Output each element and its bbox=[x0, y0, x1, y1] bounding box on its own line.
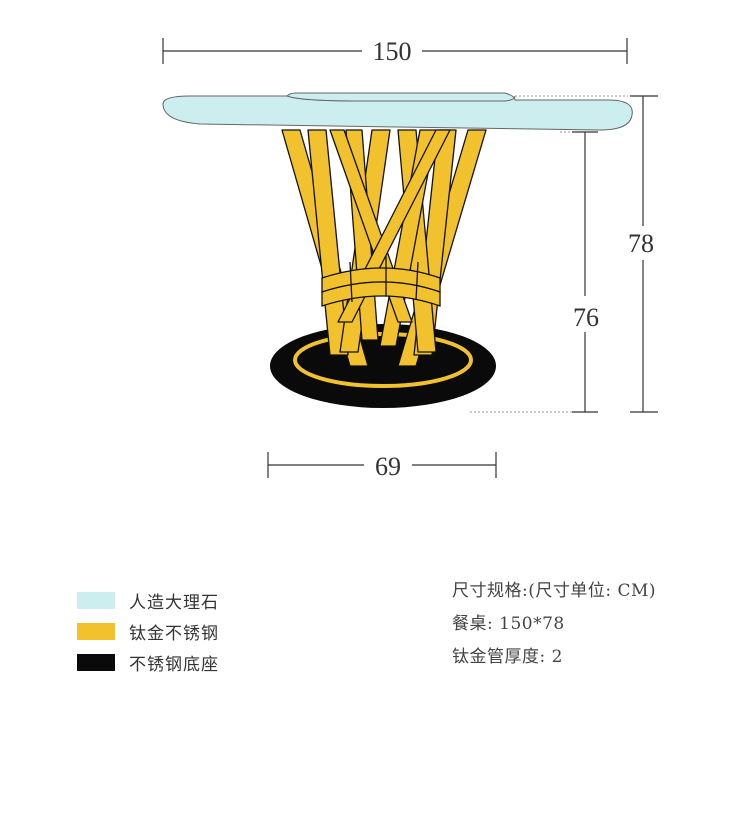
table-diagram: 150 78 bbox=[162, 37, 658, 481]
base-width-dimension bbox=[267, 452, 497, 478]
width-dimension bbox=[162, 38, 628, 64]
legend-item-titanium: 钛金不锈钢 bbox=[77, 616, 219, 647]
marble-swatch bbox=[77, 592, 115, 609]
legend-item-base: 不锈钢底座 bbox=[77, 647, 219, 678]
spec-table-size: 餐桌: 150*78 bbox=[452, 614, 565, 634]
titanium-swatch bbox=[77, 623, 115, 640]
spec-tube-thickness: 钛金管厚度: 2 bbox=[452, 647, 563, 667]
leg-band bbox=[321, 256, 441, 307]
width-label: 150 bbox=[373, 37, 412, 66]
leg-height-label: 76 bbox=[573, 303, 599, 332]
legend-label: 不锈钢底座 bbox=[129, 655, 219, 675]
base-swatch bbox=[77, 654, 115, 671]
legend-label: 钛金不锈钢 bbox=[129, 624, 219, 644]
total-height-label: 78 bbox=[628, 229, 654, 258]
titanium-legs bbox=[281, 129, 487, 367]
leg-height-dimension bbox=[572, 131, 598, 413]
specifications: 尺寸规格:(尺寸单位: CM) 餐桌: 150*78 钛金管厚度: 2 bbox=[452, 578, 656, 677]
total-height-dimension bbox=[630, 95, 658, 413]
legend-label: 人造大理石 bbox=[129, 593, 219, 613]
legend-item-marble: 人造大理石 bbox=[77, 585, 219, 616]
base-width-label: 69 bbox=[375, 452, 401, 481]
spec-heading: 尺寸规格:(尺寸单位: CM) bbox=[452, 581, 657, 601]
marble-top bbox=[162, 92, 633, 131]
material-legend: 人造大理石 钛金不锈钢 不锈钢底座 bbox=[77, 585, 219, 678]
